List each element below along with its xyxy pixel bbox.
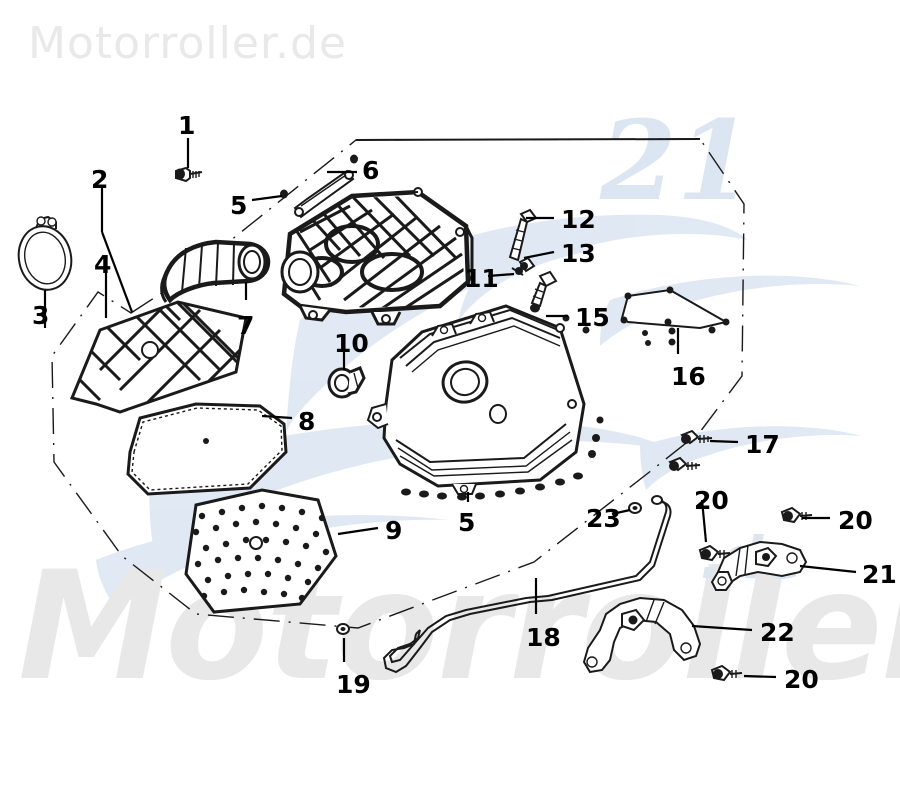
callout-15[interactable]: 15	[575, 303, 610, 332]
assembly-boundary-outline	[51, 138, 745, 629]
part-9-perforated-foam-element	[184, 488, 338, 614]
leader-13	[523, 250, 555, 260]
callout-7[interactable]: 7	[237, 311, 255, 340]
part-10-grommet	[327, 366, 366, 399]
part-20-flange-nut-left	[698, 544, 731, 562]
part-5-gasket-dot-row	[401, 314, 604, 501]
callout-12[interactable]: 12	[561, 205, 596, 234]
boundary-top-edge	[355, 138, 701, 141]
watermark-top-text: Motorroller.de	[28, 18, 347, 69]
part-19-clip-small	[336, 623, 350, 635]
watermark-logo-number: 21	[600, 96, 754, 225]
part-3-hose-clamp	[17, 215, 73, 291]
leader-2	[100, 188, 134, 313]
leader-20c	[743, 674, 777, 679]
callout-20-top-right[interactable]: 20	[838, 506, 873, 535]
part-17-screw-second	[668, 456, 701, 472]
part-8-filter-cover-plate	[126, 402, 288, 496]
callout-1[interactable]: 1	[178, 111, 196, 140]
leader-5	[251, 194, 283, 202]
callout-3[interactable]: 3	[32, 301, 50, 330]
part-15-bolt	[530, 270, 558, 313]
callout-5-lower[interactable]: 5	[458, 508, 476, 537]
callout-4[interactable]: 4	[94, 250, 112, 279]
part-17-screw	[680, 429, 713, 445]
callout-19[interactable]: 19	[336, 670, 371, 699]
part-1-flange-bolt	[175, 166, 203, 183]
callout-20-bottom[interactable]: 20	[784, 665, 819, 694]
part-7-intake-rubber-hose	[160, 239, 271, 304]
leader-21	[799, 564, 857, 574]
callout-6[interactable]: 6	[362, 156, 380, 185]
part-20-flange-nut-bottom	[710, 664, 743, 682]
callout-9[interactable]: 9	[385, 516, 403, 545]
part-18-breather-pipe	[382, 495, 672, 674]
leader-20a	[700, 499, 708, 543]
part-16-mounting-plate	[620, 286, 730, 346]
callout-21[interactable]: 21	[862, 560, 897, 589]
part-11-clip	[511, 267, 524, 276]
leader-22	[691, 624, 753, 632]
part-6-strap-link	[293, 169, 355, 219]
part-21-upper-bracket	[710, 540, 808, 591]
callout-8[interactable]: 8	[298, 407, 316, 436]
callout-10[interactable]: 10	[334, 329, 369, 358]
part-12-screw-long	[508, 208, 538, 262]
part-22-lower-bracket	[582, 596, 702, 674]
part-20-flange-nut-top-right	[780, 506, 813, 524]
leader-9	[337, 526, 379, 536]
part-main-airbox-housing	[366, 304, 586, 495]
leader-11	[487, 272, 515, 278]
callout-22[interactable]: 22	[760, 618, 795, 647]
callout-13[interactable]: 13	[561, 239, 596, 268]
callout-17[interactable]: 17	[745, 430, 780, 459]
callout-5[interactable]: 5	[230, 191, 248, 220]
callout-18[interactable]: 18	[526, 623, 561, 652]
leader-23	[611, 508, 631, 516]
callout-11[interactable]: 11	[464, 264, 499, 293]
callout-20-left[interactable]: 20	[694, 486, 729, 515]
part-23-hose-clip	[628, 502, 642, 514]
callout-16[interactable]: 16	[671, 362, 706, 391]
part-5-screw-top	[350, 154, 358, 164]
callout-23[interactable]: 23	[586, 504, 621, 533]
leader-8	[261, 414, 293, 420]
callout-2[interactable]: 2	[91, 165, 109, 194]
part-6-airbox-frame	[280, 187, 474, 326]
part-13-pin	[518, 256, 536, 273]
leader-17	[709, 439, 739, 444]
leader-lines	[43, 138, 857, 679]
